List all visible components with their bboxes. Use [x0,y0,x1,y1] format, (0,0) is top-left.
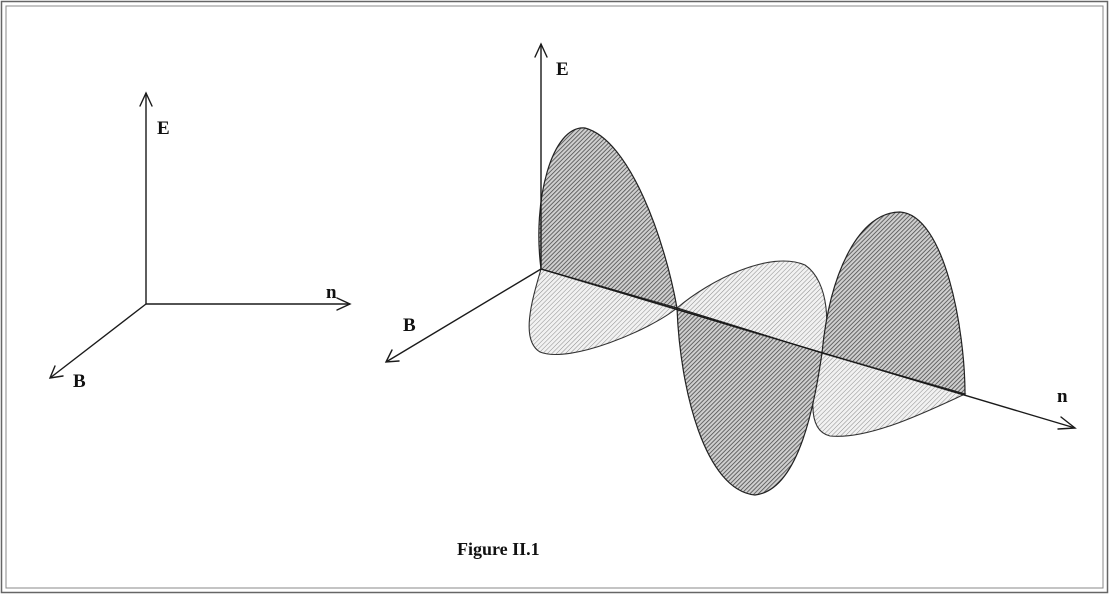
small-axes: E n B [48,91,352,392]
wave-b-arrowhead [384,349,400,363]
wave-b-label: B [403,315,416,336]
b-field-lobe-1 [528,268,679,356]
wave-n-axis [540,268,1076,429]
figure-caption: Figure II.1 [457,539,540,559]
wave-diagram: E B n [384,42,1077,496]
wave-n-arrowhead [1057,416,1077,430]
e-field-lobe-3 [821,211,966,395]
small-e-arrowhead [139,91,153,107]
small-e-label: E [157,118,170,139]
small-n-arrowhead [336,297,352,311]
e-field-lobe-2 [676,307,823,496]
wave-e-label: E [556,59,569,80]
small-b-axis [49,303,147,379]
wave-n-label: n [1057,386,1068,407]
small-b-label: B [73,371,86,392]
small-n-label: n [326,282,337,303]
wave-e-arrowhead [534,42,548,58]
small-b-arrowhead [48,365,64,379]
wave-b-axis [385,268,542,363]
